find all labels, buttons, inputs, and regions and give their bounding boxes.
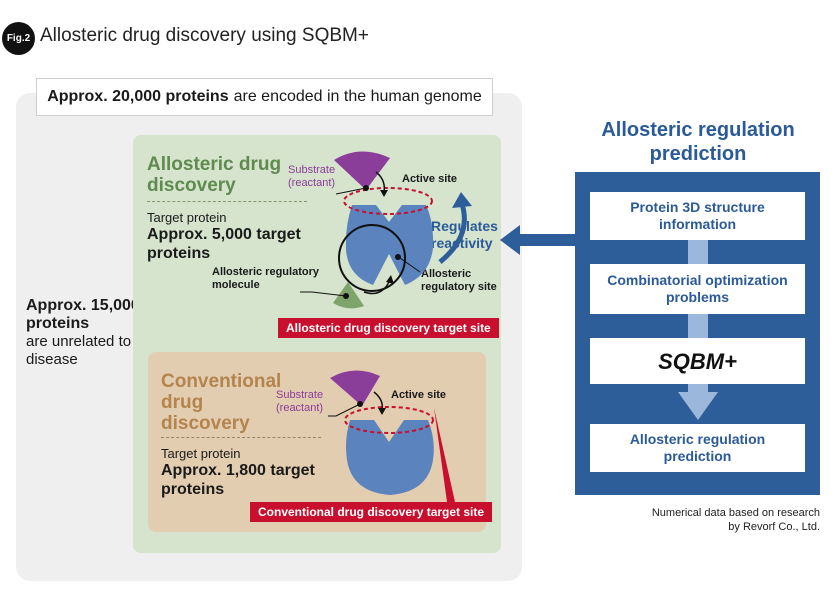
step4-line2: prediction <box>663 448 732 464</box>
reg-site-line1: Allosteric <box>421 268 472 280</box>
reg-site-line2: regulatory site <box>421 281 497 293</box>
step-allosteric-prediction: Allosteric regulation prediction <box>590 424 805 472</box>
regulator-arrowhead-icon <box>386 275 394 284</box>
allosteric-active-site-label: Active site <box>402 173 458 185</box>
allosteric-title: Allosteric drug discovery <box>147 154 297 196</box>
substrate-leader-dot <box>363 185 369 191</box>
prediction-title-line2: prediction <box>649 143 747 165</box>
step1-line1: Protein 3D structure <box>630 199 765 215</box>
conventional-target-site-tag: Conventional drug discovery target site <box>250 502 493 522</box>
conventional-target-label: Target protein <box>161 446 241 461</box>
allosteric-target-unit: proteins <box>147 245 211 262</box>
conventional-target-unit: proteins <box>161 481 225 498</box>
conv-substrate-leader-line <box>328 403 361 417</box>
figure-title: Allosteric drug discovery using SQBM+ <box>40 25 369 46</box>
allosteric-target: Target protein Approx. 5,000 target prot… <box>147 210 301 263</box>
link-arrow-shaft <box>516 234 576 246</box>
regulatory-molecule-label: Allosteric regulatory molecule <box>212 266 319 292</box>
regulates-arrow-icon <box>438 203 467 264</box>
conventional-substrate-label: Substrate (reactant) <box>276 389 323 415</box>
conventional-title-line1: Conventional <box>161 371 282 392</box>
allosteric-title-line1: Allosteric drug <box>147 154 282 175</box>
unrelated-count: Approx. 15,000 <box>26 297 140 314</box>
link-arrow-head-icon <box>500 225 520 255</box>
genome-text: are encoded in the human genome <box>233 88 482 105</box>
prediction-title: Allosteric regulation prediction <box>578 118 818 166</box>
prediction-title-line1: Allosteric regulation <box>601 119 795 141</box>
conventional-target: Target protein Approx. 1,800 target prot… <box>161 446 315 499</box>
substrate-arrowhead-icon <box>380 190 388 197</box>
regulator-arrow-icon <box>363 279 391 295</box>
regulator-leader-line <box>300 291 347 297</box>
conventional-title-line3: discovery <box>161 413 250 434</box>
allosteric-substrate-label: Substrate (reactant) <box>288 164 335 190</box>
conventional-protein-shape <box>346 420 434 495</box>
allosteric-divider <box>147 201 307 202</box>
conventional-active-site-label: Active site <box>391 389 447 401</box>
reg-mol-line1: Allosteric regulatory <box>212 266 319 278</box>
down-arrow-icon <box>678 392 718 420</box>
allosteric-title-line2: discovery <box>147 175 236 196</box>
conv-substrate-line2: (reactant) <box>276 402 324 414</box>
conv-substrate-line1: Substrate <box>276 389 324 401</box>
genome-count: Approx. 20,000 proteins <box>47 88 229 105</box>
regulatory-site-dot <box>395 254 401 260</box>
regulatory-site-label: Allosteric regulatory site <box>421 268 497 294</box>
allosteric-protein-shape <box>345 205 434 285</box>
conv-substrate-leader-dot <box>357 401 363 407</box>
conventional-title-line2: drug <box>161 392 204 413</box>
substrate-wedge-icon <box>334 151 390 190</box>
conventional-target-value: Approx. 1,800 target <box>161 462 315 479</box>
active-site-outline <box>343 187 433 215</box>
credit-line2: by Revorf Co., Ltd. <box>728 521 820 533</box>
unrelated-text-1: are unrelated to <box>26 333 132 350</box>
figure-badge: Fig.2 <box>2 22 35 55</box>
regulatory-site-outline <box>338 224 406 292</box>
step2-line1: Combinatorial optimization <box>607 272 788 288</box>
conventional-tag-pointer <box>434 408 455 502</box>
genome-caption: Approx. 20,000 proteins are encoded in t… <box>36 78 493 116</box>
substrate-leader-line <box>335 187 367 195</box>
conventional-active-site-outline <box>344 406 434 434</box>
conventional-divider <box>161 437 321 438</box>
step-sqbm: SQBM+ <box>590 338 805 384</box>
data-credit: Numerical data based on research by Revo… <box>600 506 820 534</box>
unrelated-text-2: disease <box>26 351 78 368</box>
conventional-substrate-wedge-icon <box>330 370 380 406</box>
allosteric-target-site-tag: Allosteric drug discovery target site <box>278 318 499 338</box>
step2-line2: problems <box>665 289 729 305</box>
step-optimization-problems: Combinatorial optimization problems <box>590 264 805 314</box>
regulates-line2: reactivity <box>431 235 493 251</box>
step4-line1: Allosteric regulation <box>629 431 766 447</box>
regulatory-site-leader <box>399 257 421 273</box>
regulates-arrowhead-icon <box>452 192 472 208</box>
credit-line1: Numerical data based on research <box>651 507 820 519</box>
sqbm-label: SQBM+ <box>658 348 737 374</box>
step-structure-info: Protein 3D structure information <box>590 192 805 240</box>
conventional-title: Conventional drug discovery <box>161 371 301 434</box>
regulator-leader-dot <box>343 293 349 299</box>
unrelated-count-unit: proteins <box>26 315 90 332</box>
unrelated-proteins-label: Approx. 15,000 proteins are unrelated to… <box>26 297 140 369</box>
substrate-line1: Substrate <box>288 164 336 176</box>
step1-line2: information <box>659 216 736 232</box>
allosteric-target-label: Target protein <box>147 210 227 225</box>
conv-substrate-arrowhead-icon <box>378 408 386 415</box>
reg-mol-line2: molecule <box>212 279 260 291</box>
allosteric-target-value: Approx. 5,000 target <box>147 226 301 243</box>
substrate-line2: (reactant) <box>288 177 336 189</box>
